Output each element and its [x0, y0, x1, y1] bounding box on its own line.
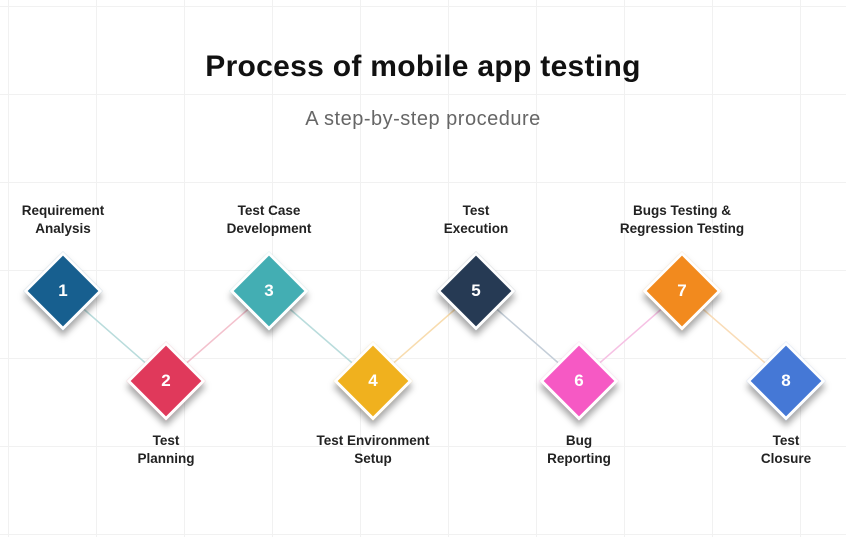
step-4-label-line1: Test Environment: [316, 433, 430, 448]
step-6-number: 6: [574, 371, 584, 390]
step-7-label-line1: Bugs Testing &: [632, 203, 731, 218]
step-2-label-line1: Test: [152, 433, 180, 448]
step-4-label-line2: Setup: [354, 451, 392, 466]
step-6-label-line1: Bug: [565, 433, 593, 448]
step-1-label-line1: Requirement: [21, 203, 105, 218]
page-subtitle: A step-by-step procedure: [305, 108, 541, 130]
step-3-label-line2: Development: [226, 221, 312, 236]
step-5-number: 5: [471, 281, 481, 300]
step-3-label-line1: Test Case: [237, 203, 301, 218]
step-8-label-line1: Test: [772, 433, 800, 448]
step-7-label-line2: Regression Testing: [619, 221, 745, 236]
step-7-number: 7: [677, 281, 687, 300]
step-5-label-line2: Execution: [443, 221, 509, 236]
step-4-number: 4: [368, 371, 378, 390]
step-8-label-line2: Closure: [760, 451, 812, 466]
step-6-label-line2: Reporting: [547, 451, 611, 466]
step-2-number: 2: [161, 371, 171, 390]
step-2-label-line2: Planning: [137, 451, 195, 466]
step-7-label: Bugs Testing & Regression Testing: [597, 202, 767, 238]
step-3-number: 3: [264, 281, 274, 300]
step-8-number: 8: [781, 371, 791, 390]
step-1-label-line2: Analysis: [35, 221, 91, 236]
page-title: Process of mobile app testing: [205, 50, 641, 83]
step-5-label-line1: Test: [462, 203, 490, 218]
step-1-number: 1: [58, 281, 68, 300]
